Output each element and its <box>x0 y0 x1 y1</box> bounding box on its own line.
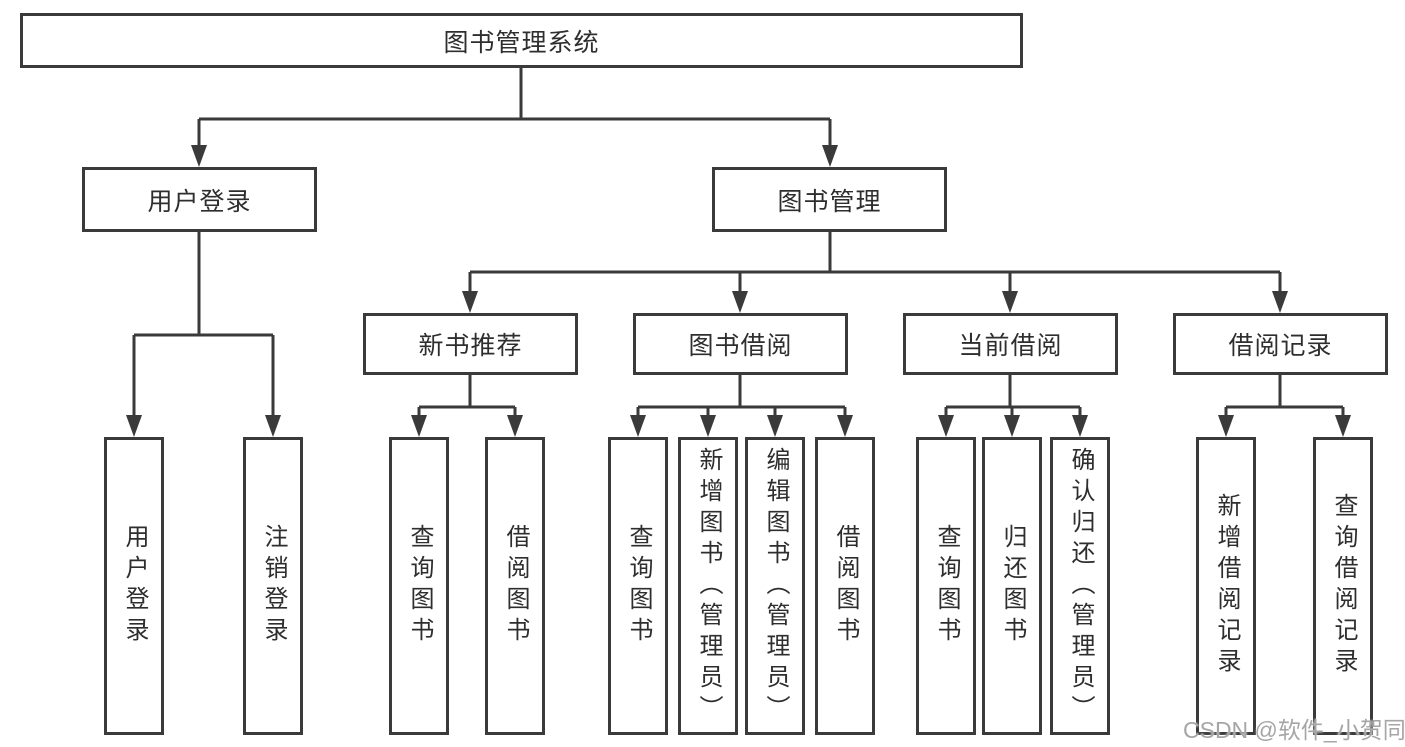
node-new-book-recommend: 新书推荐 <box>363 313 578 375</box>
node-label: 用户登录 <box>147 187 252 216</box>
node-label: 图书管理系统 <box>443 28 600 57</box>
node-book-management-branch: 图书管理 <box>712 167 947 232</box>
node-label: 图书借阅 <box>688 332 793 360</box>
node-label: 确认归还（管理员） <box>1067 446 1094 726</box>
node-label: 归还图书 <box>999 524 1026 648</box>
leaf-user-login: 用户登录 <box>104 437 164 735</box>
node-label: 查询图书 <box>933 524 960 648</box>
node-label: 当前借阅 <box>958 332 1063 360</box>
leaf-borrow-books-recommend: 借阅图书 <box>485 437 545 735</box>
node-label: 新增图书（管理员） <box>695 446 722 726</box>
node-user-login-branch: 用户登录 <box>82 167 317 232</box>
leaf-query-books-current: 查询图书 <box>916 437 976 735</box>
node-label: 注销登录 <box>260 524 287 648</box>
leaf-query-books-borrow: 查询图书 <box>608 437 668 735</box>
leaf-add-borrow-record: 新增借阅记录 <box>1196 437 1256 735</box>
node-label: 用户登录 <box>121 524 148 648</box>
node-borrow-records: 借阅记录 <box>1173 313 1388 375</box>
node-label: 借阅图书 <box>502 524 529 648</box>
node-label: 借阅图书 <box>832 524 859 648</box>
leaf-borrow-books: 借阅图书 <box>815 437 875 735</box>
leaf-add-book-admin: 新增图书（管理员） <box>678 437 738 735</box>
leaf-return-books: 归还图书 <box>982 437 1042 735</box>
leaf-query-books-recommend: 查询图书 <box>389 437 449 735</box>
leaf-edit-book-admin: 编辑图书（管理员） <box>745 437 805 735</box>
node-label: 新增借阅记录 <box>1213 493 1240 679</box>
csdn-watermark: CSDN @软件_小贺同学 <box>1183 717 1405 743</box>
node-current-borrow: 当前借阅 <box>903 313 1118 375</box>
node-label: 图书管理 <box>777 187 882 216</box>
arrowheads <box>126 145 1351 437</box>
node-label: 查询图书 <box>625 524 652 648</box>
node-label: 编辑图书（管理员） <box>762 446 789 726</box>
leaf-confirm-return-admin: 确认归还（管理员） <box>1050 437 1110 735</box>
node-label: 查询图书 <box>406 524 433 648</box>
node-label: 新书推荐 <box>418 332 523 360</box>
node-label: 查询借阅记录 <box>1330 493 1357 679</box>
connector-lines <box>132 68 1345 418</box>
node-library-management-system: 图书管理系统 <box>20 13 1023 68</box>
leaf-logout: 注销登录 <box>243 437 303 735</box>
node-book-borrow: 图书借阅 <box>633 313 848 375</box>
node-label: 借阅记录 <box>1228 332 1333 360</box>
leaf-query-borrow-record: 查询借阅记录 <box>1313 437 1373 735</box>
